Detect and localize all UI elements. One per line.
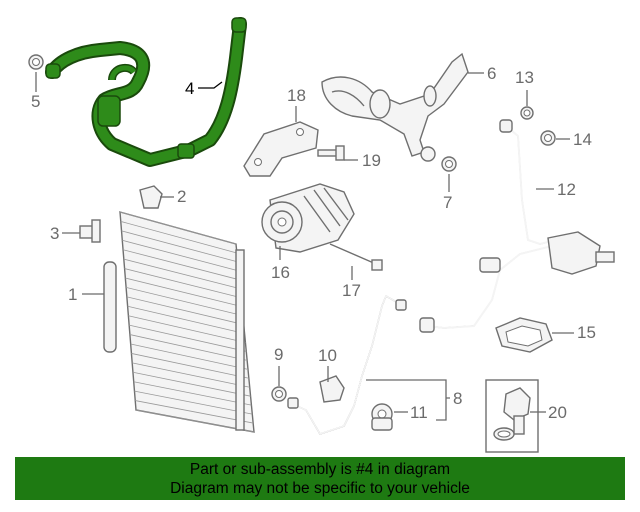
callout-5-number: 5: [31, 92, 40, 111]
part-15-gasket[interactable]: [495, 317, 553, 353]
part-expansion-valve-assembly[interactable]: [419, 231, 615, 333]
condenser-fin: [124, 268, 242, 299]
condenser-fin: [127, 305, 245, 334]
part-12-liquid-line[interactable]: [499, 119, 557, 246]
condenser-fin: [122, 239, 239, 272]
part-18-bracket[interactable]: [243, 121, 319, 177]
callout-19-number: 19: [362, 151, 381, 170]
condenser-fin: [134, 390, 253, 415]
callout-9[interactable]: 9: [274, 345, 283, 386]
callout-18-number: 18: [287, 86, 306, 105]
condenser-fin: [131, 353, 249, 379]
callout-15[interactable]: 15: [552, 323, 596, 342]
condenser-fin: [120, 221, 237, 254]
callout-2-number: 2: [177, 187, 186, 206]
condenser-fins: [119, 211, 255, 433]
condenser-fin: [135, 409, 255, 433]
callout-17-number: 17: [342, 281, 361, 300]
part-11-valve[interactable]: [371, 403, 393, 431]
callout-3[interactable]: 3: [50, 224, 80, 243]
condenser-fin: [135, 400, 254, 424]
condenser-fin: [119, 211, 237, 245]
callout-6[interactable]: 6: [468, 64, 496, 83]
part-1-condenser[interactable]: [103, 211, 255, 433]
part-5-o-ring[interactable]: [28, 54, 44, 70]
condenser-fin: [125, 277, 243, 308]
callout-10-number: 10: [318, 346, 337, 365]
callout-14-number: 14: [573, 130, 592, 149]
callout-14[interactable]: 14: [556, 130, 592, 149]
callout-13[interactable]: 13: [515, 68, 534, 106]
callout-4-leader: [198, 81, 223, 89]
callout-4[interactable]: 4: [185, 79, 223, 98]
callout-2[interactable]: 2: [160, 187, 186, 206]
part-7-o-ring[interactable]: [441, 156, 457, 172]
callout-8[interactable]: 8: [366, 379, 462, 421]
condenser-fin: [126, 296, 244, 325]
condenser-fin: [128, 315, 246, 343]
callout-11-number: 11: [410, 403, 428, 422]
part-17-bolt[interactable]: [329, 243, 383, 271]
condenser-fin: [126, 287, 243, 317]
callout-1-number: 1: [68, 285, 77, 304]
part-3-bolt[interactable]: [79, 219, 101, 243]
callout-5[interactable]: 5: [31, 72, 40, 111]
part-16-compressor[interactable]: [261, 183, 355, 253]
callout-3-number: 3: [50, 224, 59, 243]
callout-19[interactable]: 19: [344, 151, 381, 170]
part-4-ac-hose[interactable]: [45, 17, 247, 167]
callout-16-number: 16: [271, 263, 290, 282]
condenser-fin: [129, 324, 247, 352]
callout-20[interactable]: 20: [530, 403, 567, 422]
callout-12[interactable]: 12: [536, 180, 576, 199]
notice-banner: Part or sub-assembly is #4 in diagram Di…: [15, 457, 625, 500]
callout-7-number: 7: [443, 193, 452, 212]
part-2-clip[interactable]: [139, 185, 163, 209]
callout-9-number: 9: [274, 345, 283, 364]
part-6-suction-hose[interactable]: [321, 52, 469, 162]
part-13-o-ring[interactable]: [520, 106, 534, 120]
callout-6-number: 6: [487, 64, 496, 83]
condenser-fin: [129, 334, 248, 361]
callout-18[interactable]: 18: [287, 86, 306, 122]
part-10-sensor[interactable]: [319, 375, 345, 403]
callout-11[interactable]: 11: [394, 403, 428, 422]
callout-17[interactable]: 17: [342, 266, 361, 300]
condenser-fin: [132, 371, 251, 397]
notice-line-1: Part or sub-assembly is #4 in diagram: [189, 460, 451, 478]
part-19-bolt[interactable]: [317, 145, 345, 161]
condenser-fin: [123, 258, 241, 290]
callout-20-number: 20: [548, 403, 567, 422]
condenser-fin: [130, 343, 249, 370]
callout-1[interactable]: 1: [68, 285, 104, 304]
callout-8-leader: [366, 379, 450, 421]
callout-13-number: 13: [515, 68, 534, 87]
part-14-o-ring[interactable]: [540, 130, 556, 146]
condenser-fin: [132, 362, 250, 388]
part-8-pressure-line[interactable]: [287, 294, 407, 435]
condenser-fin: [121, 230, 238, 263]
callout-10[interactable]: 10: [318, 346, 337, 382]
callout-16[interactable]: 16: [271, 246, 290, 282]
part-20-switch[interactable]: [485, 379, 539, 453]
part-9-o-ring[interactable]: [271, 386, 287, 402]
notice-line-2: Diagram may not be specific to your vehi…: [170, 479, 470, 497]
callout-12-number: 12: [557, 180, 576, 199]
condenser-fin: [122, 249, 240, 281]
callout-7[interactable]: 7: [443, 174, 452, 212]
condenser-fin: [133, 381, 252, 406]
callout-15-number: 15: [577, 323, 596, 342]
callout-4-number: 4: [185, 79, 194, 98]
callout-8-number: 8: [453, 389, 462, 408]
